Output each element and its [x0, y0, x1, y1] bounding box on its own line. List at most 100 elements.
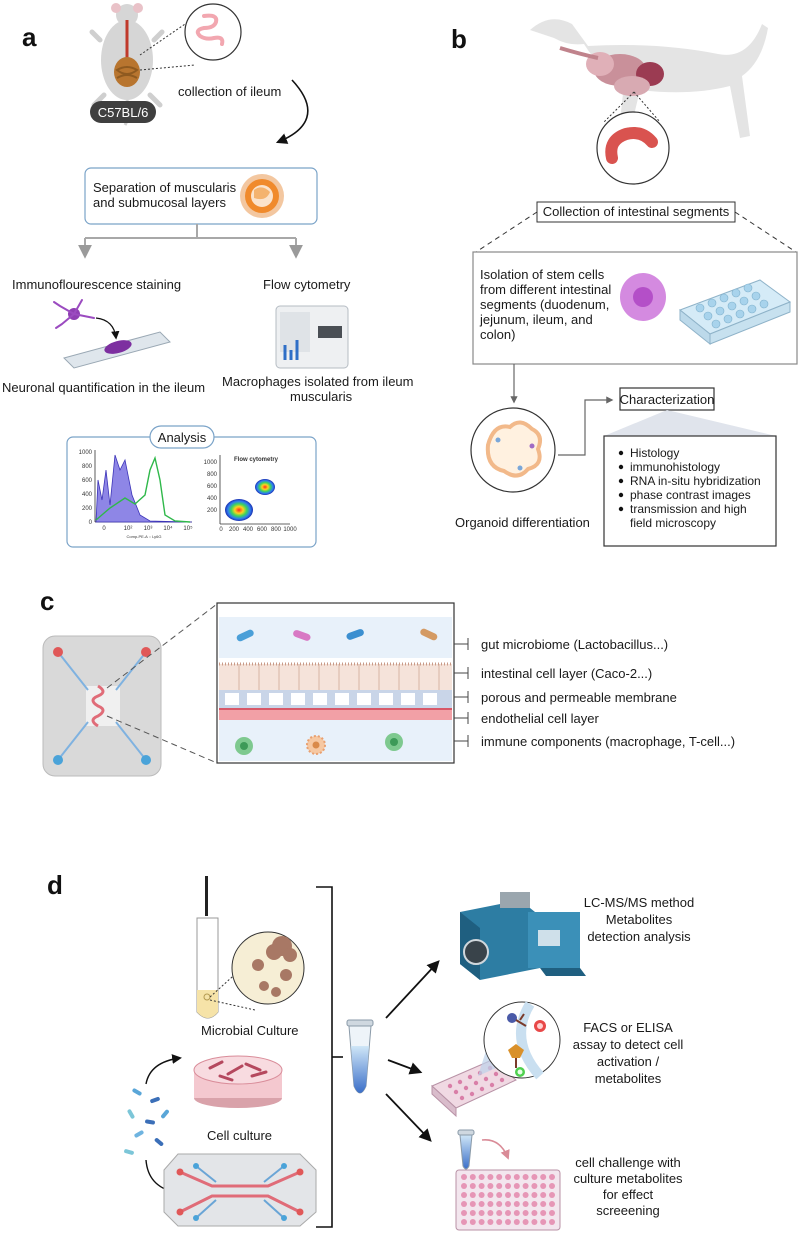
- hist-xtick: 10³: [144, 526, 153, 532]
- histogram-line: [95, 455, 191, 523]
- facs-line-1: FACS or ELISA: [583, 1020, 673, 1035]
- plate-well: [513, 1192, 520, 1198]
- plate-well: [513, 1174, 520, 1180]
- hist-xtick: 10²: [124, 526, 133, 532]
- scatter-ytick: 400: [207, 496, 218, 502]
- panel-b-letter: b: [451, 24, 467, 54]
- analysis-label: Analysis: [158, 430, 207, 445]
- method-transmission-cont: field microscopy: [630, 516, 716, 530]
- flow-cytometer-icon: [275, 305, 349, 369]
- petri-dish-icon: [193, 1055, 283, 1108]
- panel-a-letter: a: [22, 22, 37, 52]
- method-transmission: transmission and high: [630, 502, 747, 516]
- bacteria-icons: [236, 628, 438, 642]
- layer-microbiome: gut microbiome (Lactobacillus...): [481, 637, 668, 652]
- stem-cell-icon: [620, 273, 666, 321]
- scatter-xtick: 800: [271, 527, 282, 533]
- panel-c-letter: c: [40, 586, 54, 616]
- plate-well: [549, 1192, 555, 1198]
- plate-well: [540, 1183, 547, 1189]
- dog-organs: [559, 46, 664, 96]
- plate-well: [496, 1183, 503, 1189]
- intestine-zoom-circle: [596, 111, 670, 185]
- cell-culture-label: Cell culture: [207, 1128, 272, 1143]
- hist-xlabel: Comp-PE-A :: Ly6G: [127, 534, 162, 539]
- hist-ytick: 800: [82, 464, 93, 470]
- hist-xtick: 10⁴: [163, 525, 173, 532]
- plate-well: [505, 1201, 511, 1207]
- plate-well: [478, 1219, 485, 1225]
- plate-well: [469, 1219, 476, 1225]
- plate-well: [487, 1192, 494, 1198]
- neuron-icon: [53, 299, 95, 329]
- plate-well: [549, 1183, 555, 1189]
- layer-endothelial: endothelial cell layer: [481, 711, 599, 726]
- hist-ytick: 200: [82, 506, 93, 512]
- ileum-icon: [195, 13, 225, 46]
- plate-well: [461, 1192, 467, 1198]
- flow-result-line-1: Macrophages isolated from ileum: [222, 374, 413, 389]
- microbe-colony-icon: [252, 936, 297, 997]
- plate-well: [531, 1183, 538, 1189]
- plate-well: [513, 1183, 520, 1189]
- plate-well: [522, 1192, 529, 1198]
- plate-well: [478, 1210, 485, 1216]
- method-immunohistology: immunohistology: [630, 460, 720, 474]
- challenge-line-3: for effect: [603, 1187, 654, 1202]
- methods-box: [603, 435, 777, 547]
- well-plate-96-icon: [455, 1169, 561, 1231]
- plate-well: [531, 1174, 538, 1180]
- plate-well: [522, 1210, 529, 1216]
- cells-arrow-up: [145, 1054, 182, 1085]
- hist-ytick: 0: [89, 520, 93, 526]
- histogram-chart: 0 200 400 600 800 1000 0 10² 10³ 10⁴ 10⁵…: [79, 450, 193, 539]
- plate-well: [505, 1210, 511, 1216]
- microfluidic-chip-icon: [163, 1153, 317, 1227]
- scatter-ytick: 200: [207, 508, 218, 514]
- flow-cytometry-title: Flow cytometry: [263, 277, 351, 292]
- microbial-culture-label: Microbial Culture: [201, 1023, 299, 1038]
- endothelial-layer: [219, 708, 452, 720]
- isolation-line-1: Isolation of stem cells: [480, 267, 605, 282]
- challenge-line-2: culture metabolites: [573, 1171, 683, 1186]
- plate-well: [478, 1201, 485, 1207]
- plate-well: [461, 1174, 467, 1180]
- organoid-icon: [485, 420, 542, 478]
- plate-well: [487, 1201, 494, 1207]
- plate-well: [478, 1174, 485, 1180]
- plate-well: [540, 1219, 547, 1225]
- method-rna-ish: RNA in-situ hybridization: [630, 474, 761, 488]
- plate-well: [531, 1201, 538, 1207]
- tissue-cross-section-icon: [240, 174, 284, 218]
- scatter-population-1: [225, 499, 253, 521]
- plate-well: [505, 1183, 511, 1189]
- scatter-chart: Flow cytometry 0 200 400 600 800 1000 20…: [204, 455, 297, 533]
- eppendorf-tube-icon: [346, 1019, 374, 1094]
- plate-well: [540, 1174, 547, 1180]
- transfer-arrow: [481, 1139, 510, 1160]
- microscope-slide-icon: [63, 331, 171, 369]
- layer-label-lines: [454, 638, 469, 747]
- arrow-to-facs: [387, 1059, 423, 1075]
- separation-line-2: and submucosal layers: [93, 195, 226, 210]
- small-tube-icon: [457, 1129, 475, 1170]
- scatter-ytick: 800: [207, 472, 218, 478]
- hist-ytick: 400: [82, 492, 93, 498]
- intestine-segment-icon: [605, 127, 658, 164]
- ileum-zoom-circle: [184, 3, 242, 61]
- plate-well: [522, 1201, 529, 1207]
- plate-well: [496, 1192, 503, 1198]
- lcms-line-3: detection analysis: [587, 929, 691, 944]
- collection-segments-label: Collection of intestinal segments: [543, 204, 730, 219]
- culture-tube-icon: [196, 876, 219, 1019]
- challenge-line-4: screeening: [596, 1203, 660, 1218]
- scatter-ytick: 1000: [204, 460, 218, 466]
- method-histology: Histology: [630, 446, 679, 460]
- layer-immune: immune components (macrophage, T-cell...…: [481, 734, 735, 749]
- slide-arrow: [95, 317, 120, 340]
- plate-well: [469, 1201, 476, 1207]
- hist-ytick: 600: [82, 478, 93, 484]
- scatter-xtick: 600: [257, 527, 268, 533]
- plate-well: [461, 1210, 467, 1216]
- plate-well: [487, 1219, 494, 1225]
